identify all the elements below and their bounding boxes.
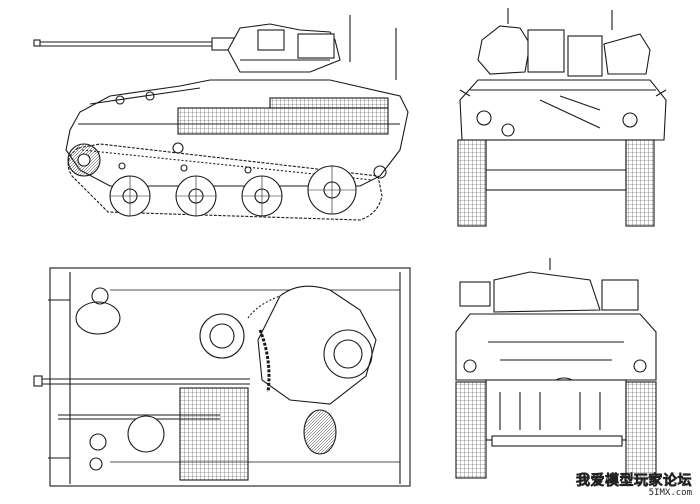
watermark-site: 5IMX.com — [648, 488, 692, 498]
main-gun-side — [33, 37, 243, 51]
road-wheels — [109, 162, 357, 217]
side-view — [33, 15, 409, 221]
turret-side — [227, 15, 397, 80]
front-view — [457, 8, 667, 227]
watermark: 我爱模型玩家论坛 5IMX.com — [576, 470, 692, 498]
tracks-front — [457, 139, 655, 227]
turret-plan — [199, 285, 377, 405]
rear-view — [455, 258, 657, 479]
hull-side — [65, 79, 409, 187]
tracks-rear — [455, 381, 657, 479]
turret-rear — [459, 258, 639, 313]
engine-grille — [179, 387, 249, 481]
hull-front — [459, 79, 667, 141]
watermark-text: 我爱模型玩家论坛 — [576, 473, 692, 490]
turret-front — [477, 8, 651, 77]
hull-rear — [455, 313, 657, 395]
track-side — [67, 143, 383, 221]
top-view — [33, 267, 411, 487]
